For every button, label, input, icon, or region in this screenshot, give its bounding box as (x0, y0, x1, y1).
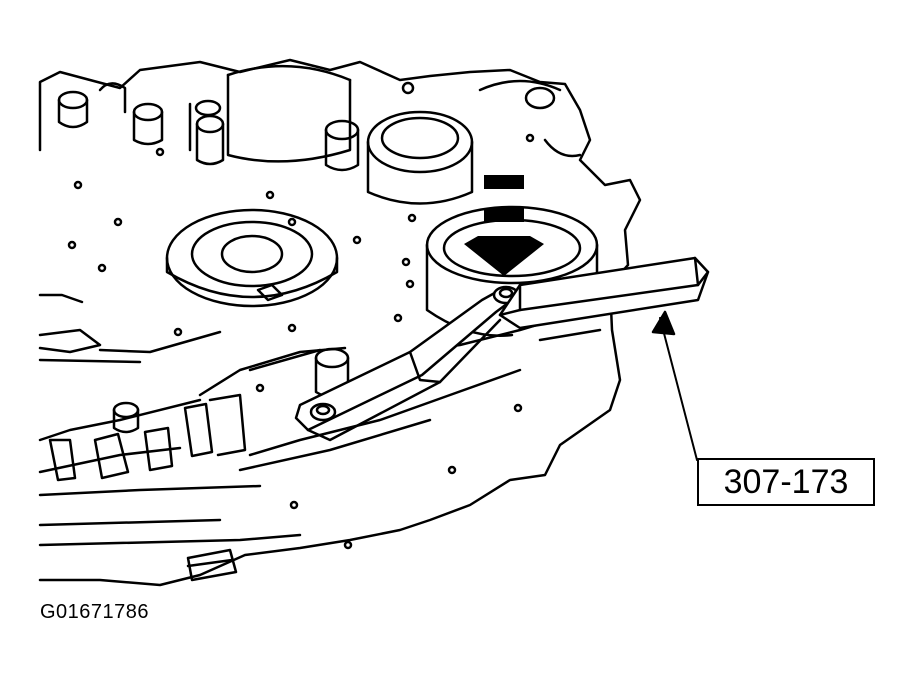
housing-outline (38, 58, 642, 587)
bolt-holes (67, 147, 523, 550)
tool-number-label: 307-173 (697, 458, 875, 506)
upper-left-bosses (57, 82, 225, 166)
top-bore (226, 64, 360, 172)
special-tool-handle[interactable] (498, 256, 710, 330)
downward-arrow-icon (464, 175, 544, 276)
ribbed-section (48, 393, 247, 482)
left-body-lines (38, 293, 302, 547)
callout-leader (651, 310, 698, 461)
bottom-tab (186, 548, 238, 582)
figure-id-label: G01671786 (40, 601, 150, 623)
bracket[interactable] (294, 285, 520, 442)
seal-ring (165, 208, 339, 308)
top-right-boss (366, 79, 582, 205)
raised-channel (198, 316, 602, 472)
